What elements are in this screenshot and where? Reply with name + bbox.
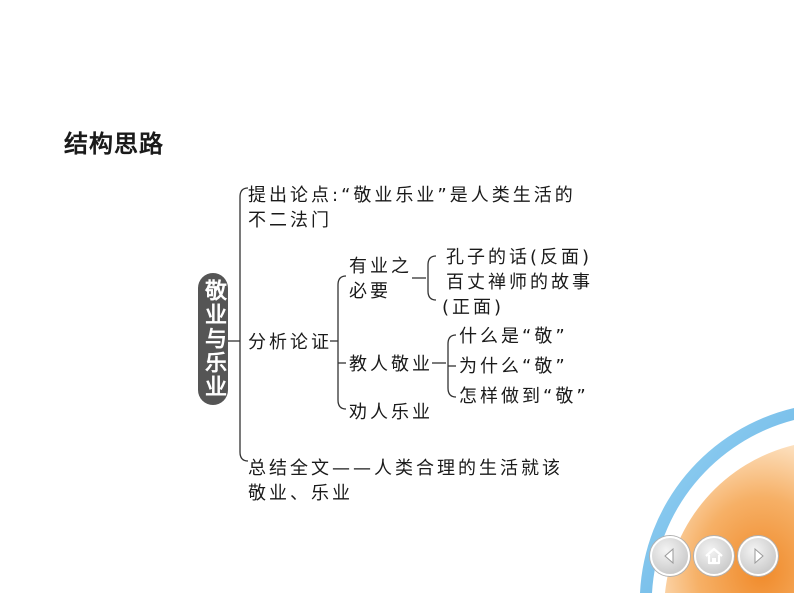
respect-item-3: 怎样做到“敬”	[459, 386, 589, 407]
arrow-right-icon	[754, 547, 764, 565]
arrow-left-icon	[664, 547, 674, 565]
next-button[interactable]	[738, 536, 778, 576]
sub-necessity-line2: 必要	[349, 281, 391, 302]
branch-summary-line1: 总结全文——人类合理的生活就该	[248, 458, 563, 479]
root-node: 敬业与乐业	[198, 273, 228, 405]
respect-item-2: 为什么“敬”	[459, 356, 568, 377]
sub-respect-label: 教人敬业	[349, 354, 433, 375]
branch-argument-label: 分析论证	[248, 332, 332, 353]
necessity-item-3: (正面)	[442, 297, 505, 318]
branch-summary-line2: 敬业、乐业	[248, 483, 353, 504]
sub-enjoy-label: 劝人乐业	[349, 402, 433, 423]
page-title: 结构思路	[64, 130, 164, 158]
branch-thesis-line2: 不二法门	[248, 210, 332, 231]
root-label: 敬业与乐业	[201, 279, 226, 399]
respect-item-1: 什么是“敬”	[459, 326, 568, 347]
necessity-item-2: 百丈禅师的故事	[446, 272, 593, 293]
home-icon	[705, 547, 723, 565]
home-button[interactable]	[694, 536, 734, 576]
necessity-item-1: 孔子的话(反面)	[446, 247, 593, 268]
sub-necessity-line1: 有业之	[349, 256, 412, 277]
prev-button[interactable]	[650, 536, 690, 576]
branch-thesis-line1: 提出论点:“敬业乐业”是人类生活的	[248, 185, 576, 206]
